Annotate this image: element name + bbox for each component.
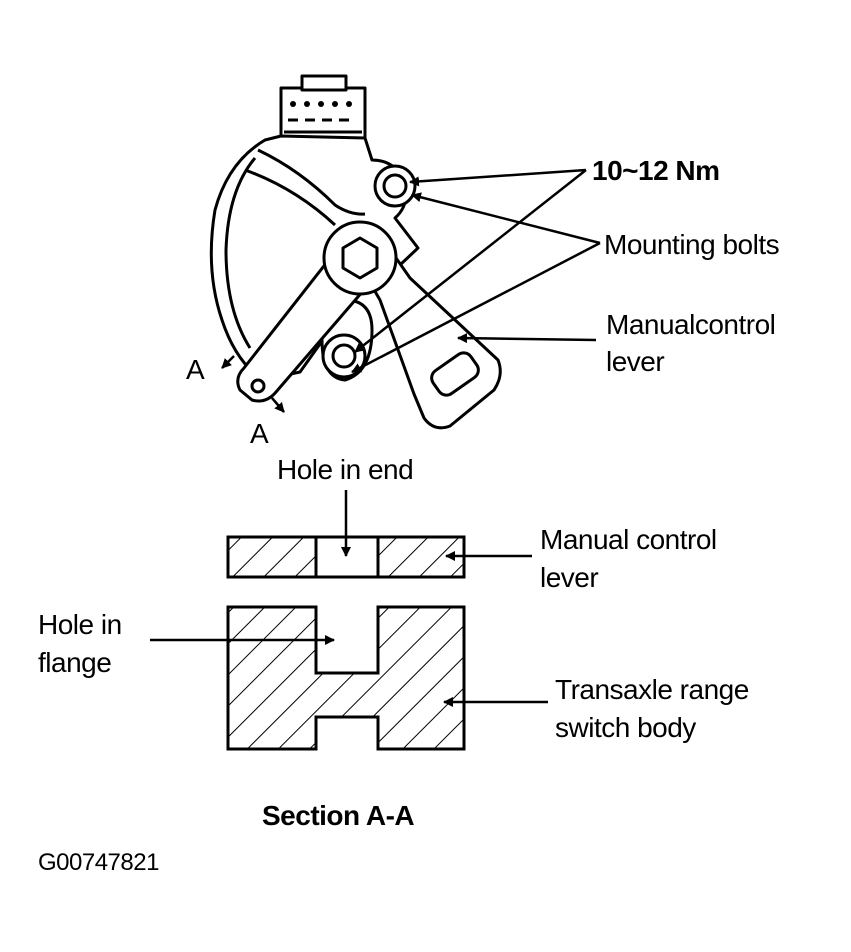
section-view [226,535,466,751]
hole-in-flange-label-line2: flange [38,647,112,678]
switch-assembly [209,74,502,430]
leaders-top [351,168,601,374]
connector [279,74,367,140]
manual-control-label-line1: Manual control [540,524,717,555]
figure-id: G00747821 [38,849,159,876]
switch-body-label-line2: switch body [555,712,696,743]
upper-mounting-bolt [373,164,417,208]
switch-body-label-line1: Transaxle range [555,674,749,705]
manual-control-lever-label-line2: lever [606,346,665,377]
leaders-section [150,490,548,707]
hole-in-end-label: Hole in end [277,454,414,485]
switch-body-section [226,605,466,751]
switch-body-inner [224,157,257,349]
section-mark-lower: A [250,418,269,449]
pivot-hex-nut [322,220,398,296]
mounting-bolts-label: Mounting bolts [604,229,780,260]
section-mark-upper: A [186,354,205,385]
hole-in-flange-label-line1: Hole in [38,609,122,640]
section-markers [221,355,285,413]
section-title: Section A-A [262,800,415,831]
torque-label: 10~12 Nm [592,155,720,186]
manual-control-label-line2: lever [540,562,599,593]
manual-control-lever-label-line1: Manualcontrol [606,309,776,340]
